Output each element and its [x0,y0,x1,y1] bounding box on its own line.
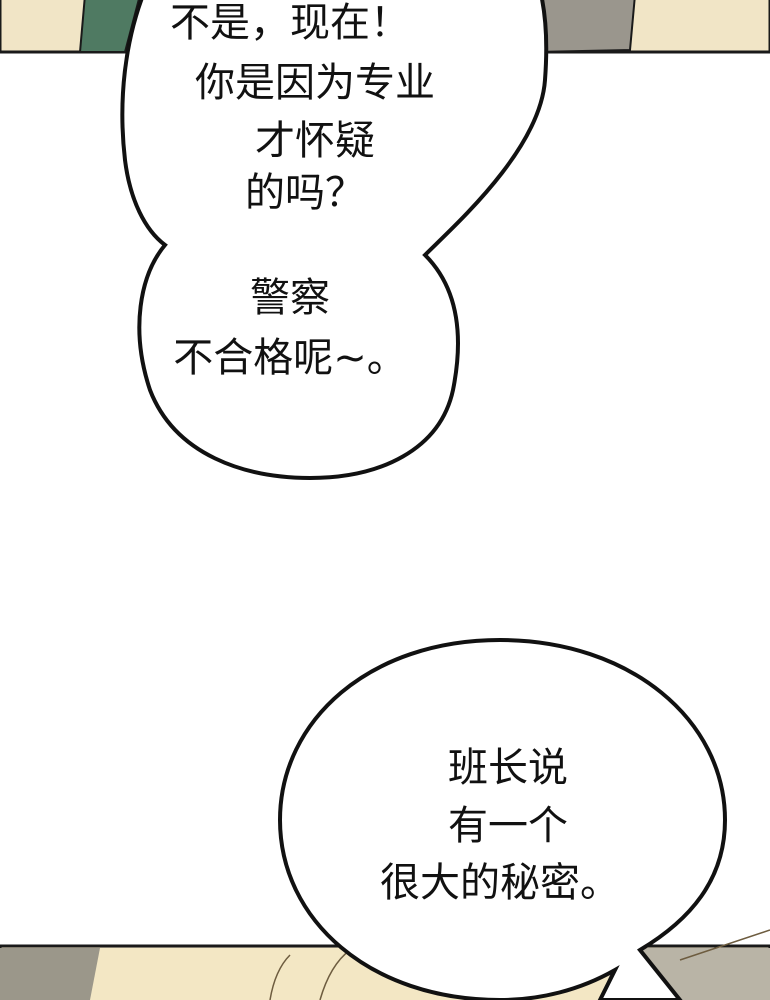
dialogue-line: 不合格呢~。 [173,335,407,381]
dialogue-line: 有一个 [448,803,568,849]
dialogue-line: 不是，现在！ [170,0,410,46]
dialogue-line: 警察 [250,275,330,321]
dialogue-line: 才怀疑 [255,118,375,164]
dialogue-line: 的吗？ [245,170,365,216]
speech-bubble-2 [277,637,728,1000]
dialogue-line: 你是因为专业 [195,60,435,106]
dialogue-line: 很大的秘密。 [380,860,620,906]
dialogue-line: 班长说 [448,745,568,791]
speech-bubble-1 [120,0,549,481]
